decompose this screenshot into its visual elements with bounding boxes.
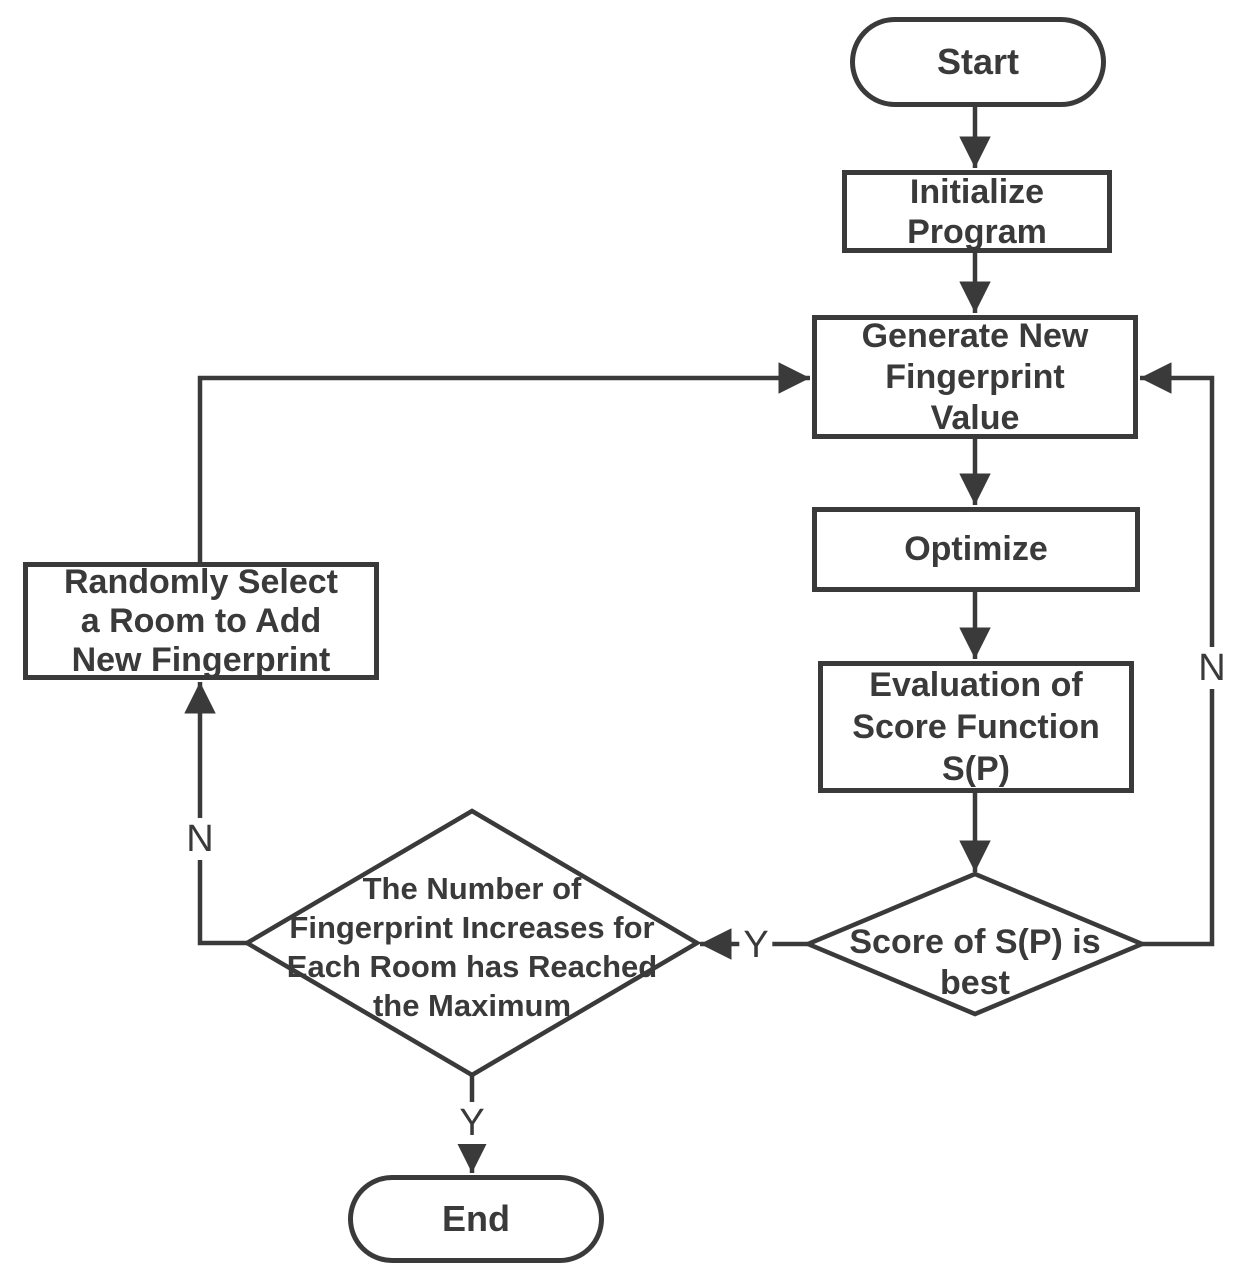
node-randomly-select-room: Randomly Select a Room to Add New Finger…: [23, 562, 379, 680]
edge-label-score-yes: Y: [739, 924, 773, 966]
node-initialize-program: Initialize Program: [842, 170, 1112, 253]
node-initialize-program-label: Initialize Program: [907, 172, 1047, 251]
node-generate-new-fingerprint: Generate New Fingerprint Value: [812, 315, 1138, 439]
edge-label-max-yes: Y: [455, 1102, 489, 1144]
edge-label-max-no: N: [182, 818, 218, 860]
node-generate-new-fingerprint-label: Generate New Fingerprint Value: [861, 316, 1089, 437]
node-optimize: Optimize: [812, 507, 1140, 592]
node-start: Start: [850, 17, 1106, 107]
decision-max-shape: [242, 808, 702, 1078]
node-end-label: End: [442, 1198, 510, 1239]
node-randomly-select-room-label: Randomly Select a Room to Add New Finger…: [64, 562, 338, 679]
decision-max-label: The Number of Fingerprint Increases for …: [286, 871, 658, 1023]
node-evaluation-score-function: Evaluation of Score Function S(P): [818, 661, 1134, 793]
node-evaluation-score-function-label: Evaluation of Score Function S(P): [852, 666, 1100, 788]
node-optimize-label: Optimize: [904, 530, 1048, 568]
decision-score-shape: [802, 871, 1148, 1017]
node-end: End: [348, 1175, 604, 1263]
node-start-label: Start: [936, 41, 1020, 82]
edge-random-select-to-generate: [197, 362, 810, 562]
edge-max-decision-no-to-random-select: [184, 682, 247, 946]
edge-label-score-no: N: [1194, 647, 1230, 689]
decision-score-label: Score of S(P) is best: [849, 923, 1101, 1002]
